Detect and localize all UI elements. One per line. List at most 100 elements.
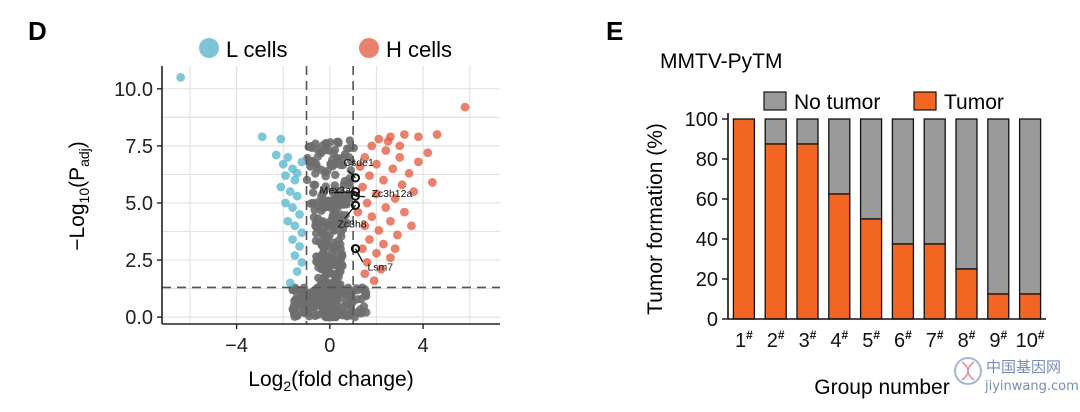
volcano-point-ns	[319, 187, 329, 196]
volcano-point-l-cells	[176, 73, 186, 82]
volcano-point-l-cells	[297, 257, 307, 267]
volcano-point-h-cells	[362, 257, 372, 267]
volcano-point-l-cells	[285, 278, 295, 288]
volcano-point-h-cells	[414, 157, 423, 167]
legend-label-h-cells: H cells	[386, 37, 452, 62]
volcano-point-ns	[309, 213, 319, 222]
volcano-point-ns	[345, 143, 354, 153]
volcano-point-ns	[328, 188, 338, 197]
annotation-leader-line	[355, 195, 366, 198]
volcano-point-h-cells	[355, 162, 365, 171]
bar-segment-tumor	[987, 293, 1010, 320]
legend-swatch-tumor	[913, 91, 937, 111]
volcano-point-ns	[311, 236, 321, 246]
volcano-point-l-cells	[288, 203, 297, 212]
bar-category-label: 7#	[926, 328, 944, 352]
volcano-point-ns	[345, 136, 355, 145]
volcano-point-ns	[308, 188, 318, 197]
bar-category-label: 9#	[989, 328, 1007, 352]
volcano-point-h-cells	[395, 141, 405, 151]
volcano-point-h-cells	[383, 136, 393, 146]
volcano-point-ns	[347, 306, 356, 315]
legend-marker-l-cells	[199, 38, 219, 58]
volcano-point-h-cells	[372, 248, 381, 258]
bar-segment-no-tumor	[891, 118, 915, 245]
legend-label-l-cells: L cells	[226, 37, 288, 62]
panel-e-bar-chart: E MMTV-PyTM No tumor Tumor 1#2#3#4#5#6#7…	[606, 16, 1046, 399]
volcano-point-l-cells	[283, 152, 293, 162]
bar-category-label: 2#	[767, 328, 785, 352]
bar-segment-no-tumor	[764, 118, 787, 145]
annotation-point-marker	[350, 191, 361, 201]
watermark-text-cn: 中国基因网	[986, 358, 1061, 376]
volcano-point-h-cells	[362, 198, 372, 208]
volcano-point-ns	[329, 226, 339, 235]
volcano-point-ns	[321, 140, 331, 149]
volcano-point-h-cells	[369, 276, 379, 286]
volcano-point-l-cells	[295, 241, 304, 251]
volcano-point-ns	[318, 223, 327, 232]
volcano-point-ns	[314, 273, 323, 283]
volcano-point-l-cells	[295, 210, 304, 219]
volcano-point-h-cells	[372, 159, 381, 169]
volcano-x-tick-label: 4	[418, 335, 429, 357]
volcano-point-h-cells	[400, 130, 409, 139]
bar-segment-tumor	[955, 268, 978, 320]
annotation-label: Lsm7	[367, 262, 393, 274]
volcano-point-h-cells	[367, 141, 377, 151]
volcano-point-h-cells	[376, 264, 386, 274]
volcano-point-ns	[310, 180, 320, 190]
annotation-label: Csde1	[343, 157, 374, 169]
bar-y-tick-label: 20	[696, 269, 718, 291]
volcano-point-ns	[307, 289, 316, 299]
volcano-point-l-cells	[276, 182, 286, 192]
volcano-point-h-cells	[367, 212, 377, 222]
stacked-bars: 1#2#3#4#5#6#7#8#9#10#	[732, 118, 1045, 352]
volcano-point-l-cells	[292, 267, 302, 276]
volcano-point-ns	[293, 311, 302, 320]
volcano-point-ns	[341, 194, 350, 203]
volcano-point-ns	[310, 311, 320, 321]
volcano-point-h-cells	[388, 164, 398, 174]
panel-e-legend: No tumor Tumor	[763, 91, 1004, 114]
volcano-point-h-cells	[379, 175, 388, 185]
volcano-point-ns	[317, 241, 326, 250]
bar-x-axis-title: Group number	[814, 376, 949, 399]
volcano-point-h-cells	[407, 221, 416, 231]
volcano-point-ns	[309, 158, 319, 167]
volcano-point-ns	[357, 309, 366, 318]
volcano-point-ns	[336, 267, 345, 276]
bar-segment-tumor	[891, 243, 915, 320]
volcano-point-h-cells	[360, 152, 370, 162]
bar-segment-tumor	[923, 243, 946, 320]
bar-segment-no-tumor	[859, 118, 883, 220]
watermark-dna-icon	[954, 357, 982, 385]
volcano-point-h-cells	[358, 244, 367, 254]
volcano-point-h-cells	[397, 180, 407, 190]
volcano-point-ns	[328, 212, 337, 221]
bar-segment-tumor	[732, 118, 756, 320]
volcano-point-ns	[328, 155, 337, 165]
volcano-y-tick-label: 10.0	[114, 79, 153, 101]
volcano-point-h-cells	[381, 146, 391, 155]
bar-segment-no-tumor	[1018, 118, 1042, 295]
volcano-point-ns	[339, 153, 348, 162]
volcano-point-l-cells	[285, 187, 295, 196]
bar-segment-no-tumor	[923, 118, 946, 245]
bar-y-tick-label: 40	[696, 229, 718, 251]
volcano-point-h-cells	[365, 171, 374, 180]
bar-segment-tumor	[859, 218, 883, 320]
volcano-point-l-cells	[281, 198, 290, 208]
annotation-point-marker	[350, 200, 361, 210]
volcano-y-tick-label: 5.0	[125, 193, 153, 215]
panel-e-title: MMTV-PyTM	[660, 50, 782, 73]
bar-segment-no-tumor	[828, 118, 851, 195]
volcano-y-tick-label: 2.5	[125, 250, 153, 272]
bar-y-tick-label: 80	[696, 149, 718, 171]
panel-d-legend: L cells H cells	[199, 37, 452, 62]
volcano-point-ns	[337, 249, 347, 259]
